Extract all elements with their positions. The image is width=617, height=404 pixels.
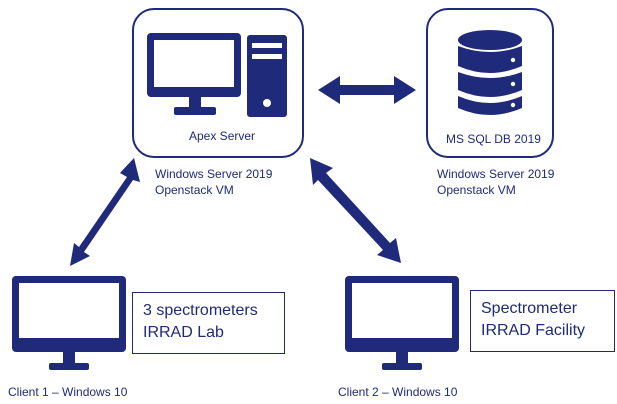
arrow-apex-client1 — [70, 158, 140, 266]
client1-note-box: 3 spectrometers IRRAD Lab — [132, 292, 285, 354]
client1-note-line1: 3 spectrometers — [143, 302, 258, 319]
arrow-apex-client2 — [310, 158, 401, 263]
apex-server-caption-line2: Openstack VM — [155, 183, 234, 197]
apex-server-caption-line1: Windows Server 2019 — [155, 167, 273, 181]
desktop-computer-tower-icon — [147, 33, 287, 117]
monitor-icon — [345, 276, 459, 370]
apex-server-title: Apex Server — [189, 129, 256, 143]
client2-note-line1: Spectrometer — [481, 300, 578, 317]
client1-label: Client 1 – Windows 10 — [8, 385, 128, 399]
client2-note-box: Spectrometer IRRAD Facility — [470, 290, 615, 352]
client2-label: Client 2 – Windows 10 — [338, 385, 458, 399]
database-caption-line1: Windows Server 2019 — [437, 167, 555, 181]
database-caption-line2: Openstack VM — [437, 183, 516, 197]
database-icon — [458, 30, 522, 115]
client2-note-line2: IRRAD Facility — [481, 322, 586, 339]
client1-note-line2: IRRAD Lab — [143, 324, 224, 341]
arrow-apex-db — [318, 76, 416, 104]
database-title: MS SQL DB 2019 — [446, 132, 541, 146]
monitor-icon — [12, 276, 126, 370]
